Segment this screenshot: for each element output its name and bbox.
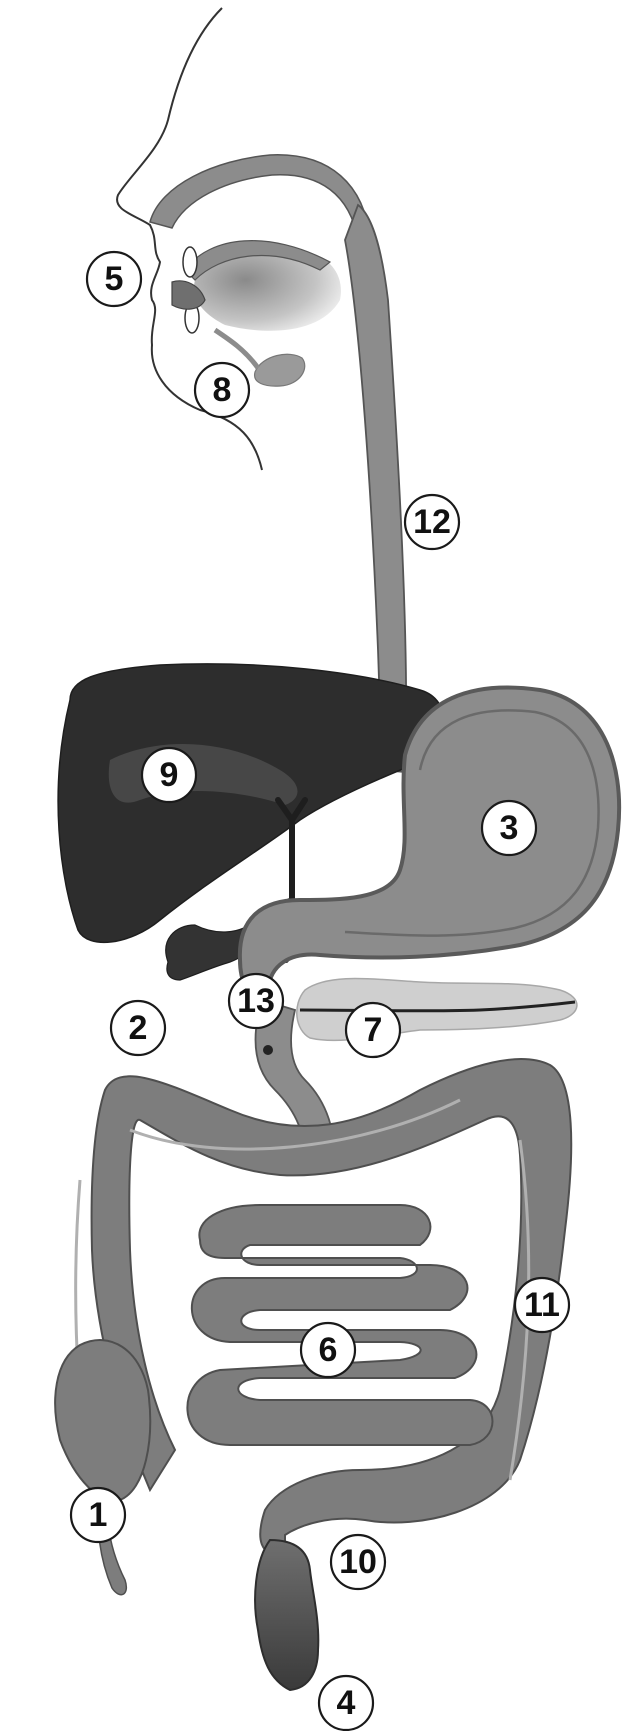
svg-text:4: 4 xyxy=(337,1684,356,1722)
marker-4: 4 xyxy=(319,1676,373,1730)
svg-text:7: 7 xyxy=(364,1011,383,1049)
svg-text:5: 5 xyxy=(105,260,124,298)
svg-text:1: 1 xyxy=(89,1496,108,1534)
nasal-pharynx xyxy=(150,155,370,240)
marker-7: 7 xyxy=(346,1003,400,1057)
marker-2: 2 xyxy=(111,1001,165,1055)
svg-text:11: 11 xyxy=(524,1286,560,1324)
marker-3: 3 xyxy=(482,801,536,855)
svg-text:8: 8 xyxy=(213,371,232,409)
marker-9: 9 xyxy=(142,748,196,802)
marker-10: 10 xyxy=(331,1535,385,1589)
salivary-gland xyxy=(255,354,305,386)
marker-1: 1 xyxy=(71,1488,125,1542)
svg-text:12: 12 xyxy=(413,503,451,541)
marker-13: 13 xyxy=(229,974,283,1028)
marker-12: 12 xyxy=(405,495,459,549)
svg-text:2: 2 xyxy=(129,1009,148,1047)
marker-6: 6 xyxy=(301,1323,355,1377)
svg-text:10: 10 xyxy=(339,1543,377,1581)
svg-text:13: 13 xyxy=(237,982,275,1020)
rectum xyxy=(255,1540,318,1690)
duodenum-opening xyxy=(263,1045,273,1055)
marker-5: 5 xyxy=(87,252,141,306)
upper-tooth xyxy=(183,247,197,277)
cecum xyxy=(55,1340,150,1501)
svg-text:3: 3 xyxy=(500,809,519,847)
svg-text:9: 9 xyxy=(160,756,179,794)
marker-8: 8 xyxy=(195,363,249,417)
marker-11: 11 xyxy=(515,1278,569,1332)
svg-text:6: 6 xyxy=(319,1331,338,1369)
